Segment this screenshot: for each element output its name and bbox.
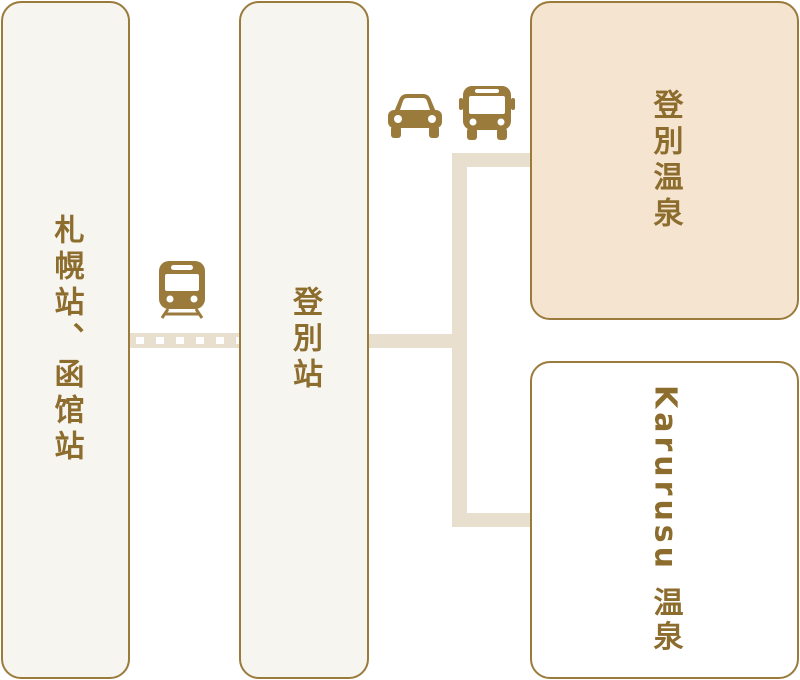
noboribetsu-onsen-label: 登別温泉: [647, 88, 683, 233]
middle-station-box: 登別站: [239, 1, 369, 679]
karurusu-onsen-box: Karurusu 温泉: [530, 361, 799, 679]
karurusu-onsen-label: Karurusu 温泉: [647, 385, 683, 655]
middle-station-label: 登別站: [287, 286, 322, 394]
train-icon: [159, 261, 205, 319]
bus-icon: [459, 86, 515, 140]
noboribetsu-onsen-box: 登別温泉: [530, 1, 799, 320]
connector-to-onsen-a: [452, 153, 530, 167]
origin-station-box: 札幌站、函馆站: [1, 1, 130, 679]
car-icon: [388, 94, 442, 138]
rail-connector: [130, 333, 239, 348]
connector-to-onsen-b: [452, 513, 530, 527]
origin-station-label: 札幌站、函馆站: [48, 214, 84, 466]
connector-horizontal-main: [369, 334, 467, 348]
connector-vertical-branch: [452, 153, 467, 527]
